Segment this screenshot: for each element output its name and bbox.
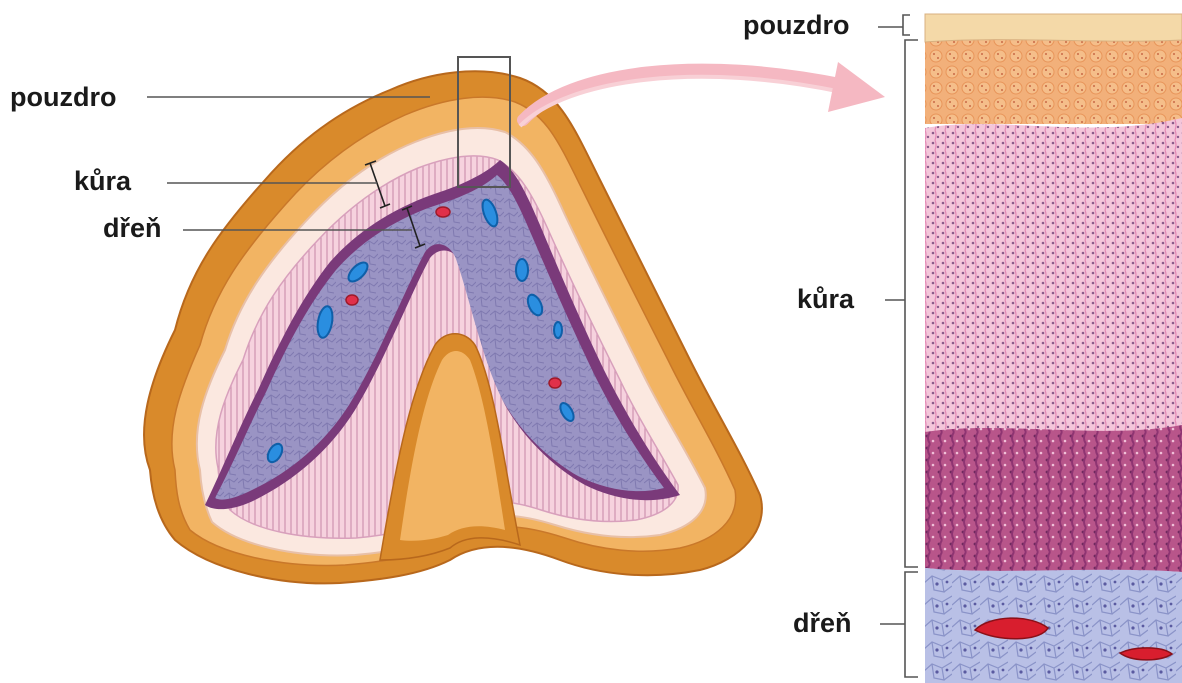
medulla-panel (925, 568, 1182, 683)
label-capsule-left: pouzdro (10, 84, 116, 111)
capsule-strip (925, 14, 1182, 42)
label-cortex-left: kůra (74, 168, 131, 195)
magnified-panel (925, 14, 1182, 683)
artery-icon (436, 207, 450, 217)
artery-icon (549, 378, 561, 388)
zona-fasciculata (925, 118, 1182, 440)
label-capsule-right: pouzdro (743, 12, 849, 39)
zona-reticularis (925, 425, 1182, 572)
zoom-arrow-icon (520, 62, 885, 126)
adrenal-gland-section (144, 57, 762, 583)
label-cortex-right: kůra (797, 286, 854, 313)
label-medulla-left: dřeň (103, 215, 162, 242)
vein-icon (516, 259, 528, 281)
vein-icon (554, 322, 562, 338)
artery-icon (346, 295, 358, 305)
label-medulla-right: dřeň (793, 610, 852, 637)
right-brackets (878, 15, 918, 677)
